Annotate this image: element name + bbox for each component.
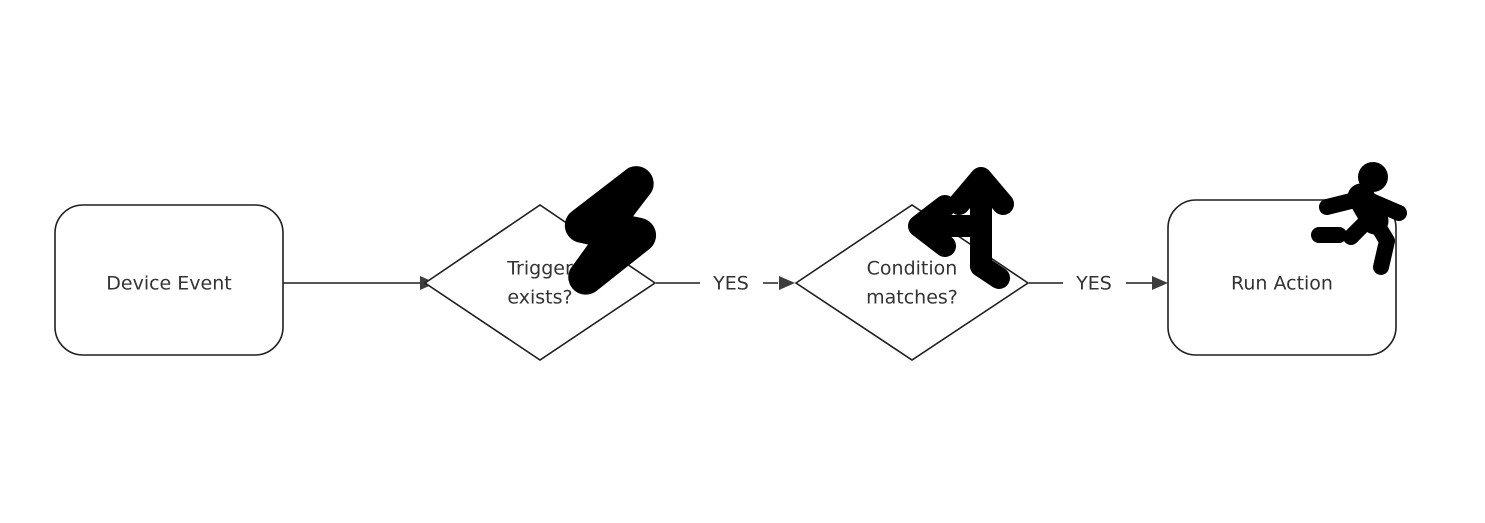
node-device-event[interactable]: Device Event	[54, 204, 284, 356]
run-action-label: Run Action	[1231, 273, 1333, 295]
condition-matches-shape[interactable]	[794, 204, 1030, 361]
condition-matches-label-line2: matches?	[866, 287, 958, 309]
edge-3-label: YES	[1075, 273, 1112, 295]
trigger-exists-label-line1: Trigger	[506, 258, 573, 280]
trigger-exists-label-line2: exists?	[507, 287, 572, 309]
lightning-bolt-icon	[564, 166, 657, 295]
node-trigger-exists[interactable]: Trigger exists?	[423, 204, 657, 361]
edge-trigger-to-condition: YES	[656, 273, 795, 295]
edge-3-arrowhead	[1152, 276, 1168, 290]
device-event-label: Device Event	[106, 273, 231, 295]
device-event-shape[interactable]	[54, 204, 284, 356]
edge-condition-to-run-action: YES	[1029, 273, 1168, 295]
running-person-icon	[1311, 162, 1407, 275]
condition-matches-label-line1: Condition	[867, 258, 958, 280]
edge-2-arrowhead	[779, 276, 795, 290]
branch-arrow-icon	[908, 167, 1014, 289]
edge-device-event-to-trigger	[283, 276, 436, 290]
edge-2-label: YES	[712, 273, 749, 295]
node-condition-matches[interactable]: Condition matches?	[794, 204, 1030, 361]
trigger-exists-shape[interactable]	[423, 204, 657, 361]
